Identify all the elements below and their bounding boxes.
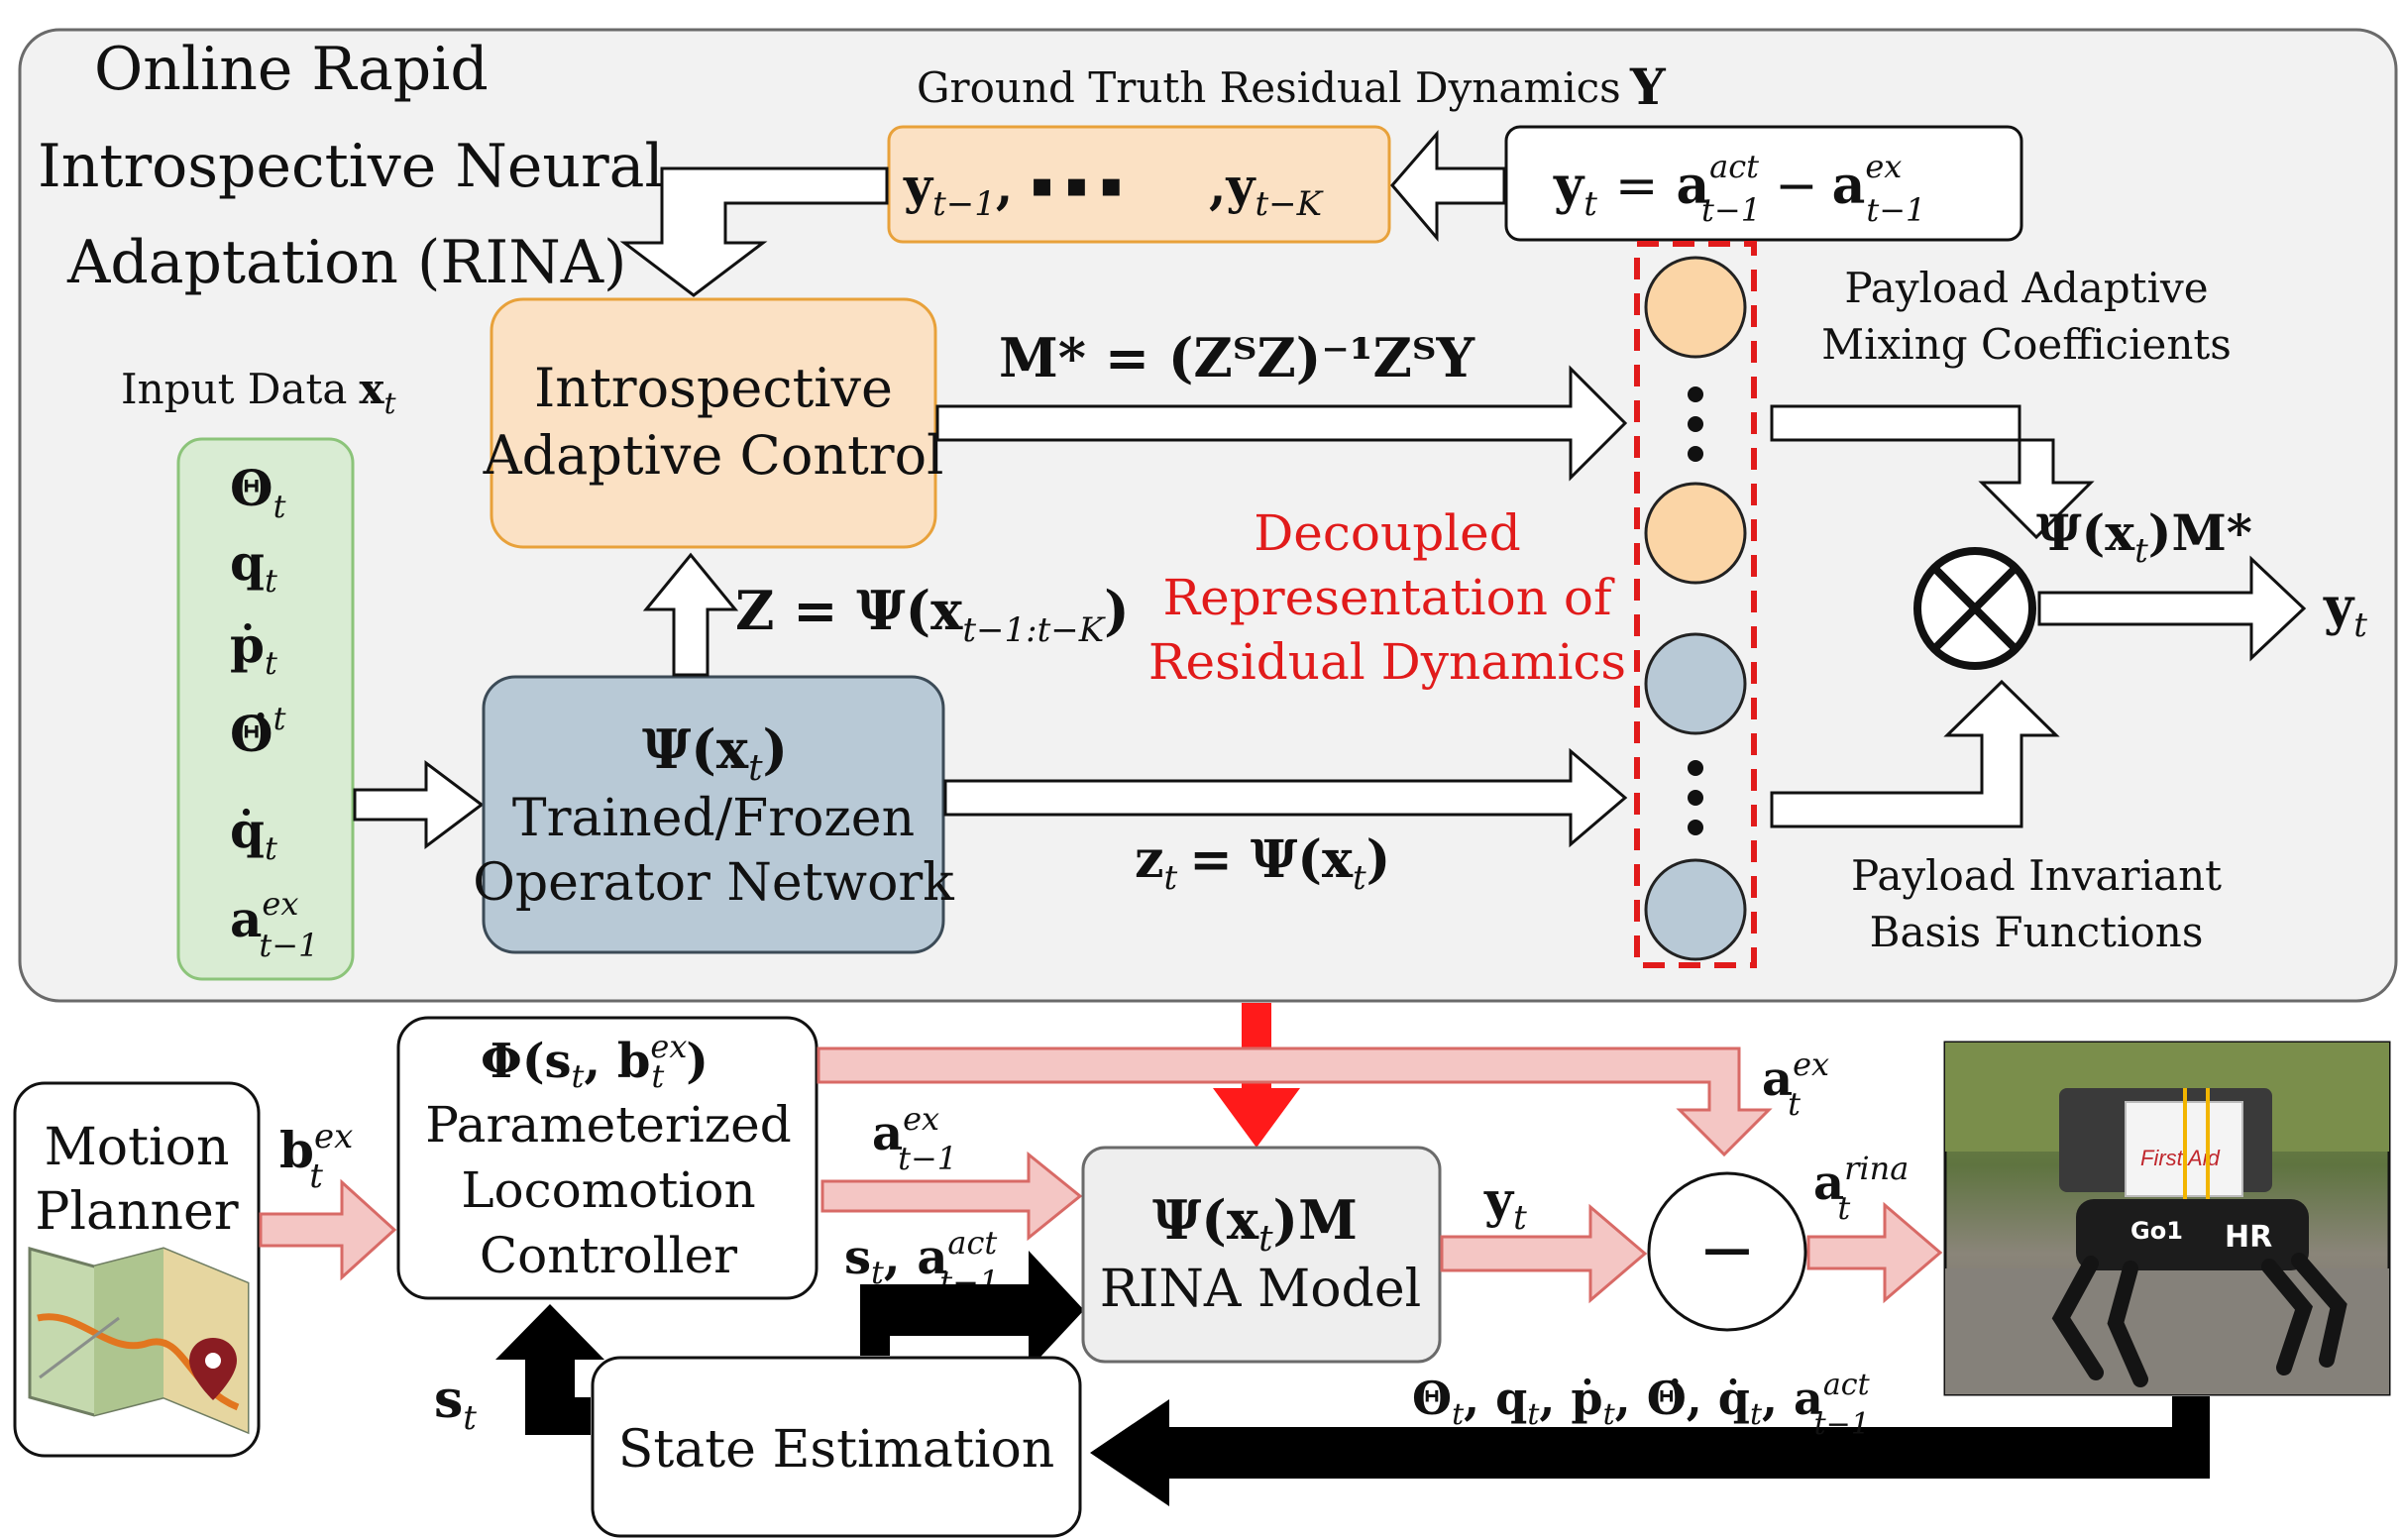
operator-line-2: Trained/Frozen — [512, 789, 915, 848]
introspective-control-box — [490, 297, 937, 549]
yt-bottom-label: yt — [1483, 1170, 1527, 1238]
arrow-yt-to-history — [1390, 129, 1506, 243]
basis-dot-1 — [1688, 760, 1703, 776]
introspective-line-1: Introspective — [534, 357, 893, 419]
arrow-controller-to-rina — [820, 1151, 1083, 1242]
operator-network-box — [482, 675, 945, 954]
arrow-state-to-rina — [860, 1251, 1084, 1370]
basis-dot-3 — [1688, 820, 1703, 835]
arrow-input-to-operator — [353, 760, 485, 849]
arrow-coefficients-to-product — [1770, 404, 2095, 540]
hr-text: HR — [2225, 1220, 2272, 1255]
representation-column — [1634, 241, 1757, 968]
arrow-rina-to-minus — [1440, 1203, 1648, 1304]
motion-planner-line-2: Planner — [35, 1182, 238, 1242]
payload-invariant-line-1: Payload Invariant — [1851, 851, 2222, 900]
payload-adaptive-line-1: Payload Adaptive — [1844, 264, 2208, 312]
arrow-operator-to-control — [642, 552, 739, 677]
title-line-1: Online Rapid — [94, 35, 489, 104]
y-history-dots: ▪ ▪ ▪ — [1031, 165, 1123, 205]
arrow-history-to-control — [619, 166, 889, 297]
zt-equation: zt= Ψ(xt) — [1135, 829, 1390, 898]
arrow-state-to-controller — [495, 1304, 604, 1435]
yt-equation-box — [1504, 125, 2023, 242]
decoupled-line-2: Representation of — [1163, 569, 1615, 626]
payload-invariant-line-2: Basis Functions — [1870, 908, 2204, 956]
arrow-operator-to-basis — [943, 747, 1628, 848]
arrow-product-to-output — [2037, 555, 2307, 662]
ground-truth-symbol: Y — [1629, 57, 1667, 116]
title-line-2: Introspective Neural — [38, 132, 664, 201]
arrow-controller-to-minus — [817, 1046, 1773, 1157]
product-cross-2 — [1931, 565, 2019, 652]
arrow-planner-to-controller — [259, 1178, 397, 1281]
rina-model-box — [1081, 1146, 1442, 1364]
y-history-box — [887, 125, 1391, 244]
input-item: Θ̇t — [230, 700, 286, 763]
y-history-first: yt−1, — [903, 157, 1013, 224]
controller-line-4: Controller — [480, 1227, 737, 1284]
state-estimation-box — [591, 1356, 1082, 1538]
rina-model-line-2: RINA Model — [1100, 1260, 1422, 1319]
input-item: qt — [230, 533, 277, 600]
arrow-control-to-coefficients — [935, 365, 1628, 482]
robot-photo: First Aid Go1 HR — [1943, 1041, 2391, 1396]
input-item: ṗt — [230, 615, 277, 682]
coefficient-node-1 — [1644, 256, 1747, 359]
payload-adaptive-line-2: Mixing Coefficients — [1821, 320, 2232, 369]
arrow-minus-to-robot — [1806, 1201, 1943, 1304]
coefficient-dot-3 — [1688, 446, 1703, 462]
state-estimation-label: State Estimation — [618, 1420, 1055, 1480]
motion-planner-line-1: Motion — [45, 1118, 230, 1177]
basis-node-1 — [1644, 632, 1747, 735]
m-star-equation: M* = (ZᵀZ)⁻¹ZᵀY — [999, 326, 1475, 389]
rina-model-line-1: Ψ(xt)M — [1152, 1188, 1358, 1260]
yt-output: yt — [2323, 577, 2367, 645]
basis-dot-2 — [1688, 790, 1703, 806]
minus-symbol: − — [1698, 1209, 1757, 1290]
input-item: q̇t — [230, 801, 277, 867]
introspective-line-2: Adaptive Control — [483, 424, 944, 487]
decoupled-line-3: Residual Dynamics — [1148, 633, 1626, 691]
controller-line-2: Parameterized — [425, 1096, 791, 1154]
controller-box — [396, 1016, 819, 1300]
coefficient-node-2 — [1644, 482, 1747, 585]
title-line-3: Adaptation (RINA) — [66, 228, 626, 297]
minus-node — [1647, 1171, 1807, 1332]
operator-line-1: Ψ(xt) — [642, 717, 788, 789]
z-equation: Z = Ψ(xt−1:t−K) — [735, 579, 1130, 650]
decoupled-line-1: Decoupled — [1254, 504, 1521, 562]
arrow-basis-to-product — [1770, 679, 2060, 828]
ground-truth-label: Ground Truth Residual Dynamics — [917, 63, 1621, 112]
y-history-last: ,yt−K — [1209, 157, 1325, 224]
psi-m-star-label: Ψ(xt)M* — [2036, 503, 2252, 571]
coefficient-dot-1 — [1688, 386, 1703, 402]
basis-node-2 — [1644, 858, 1747, 961]
controller-line-3: Locomotion — [461, 1161, 755, 1219]
go1-text: Go1 — [2130, 1217, 2183, 1245]
input-data-box — [176, 437, 355, 981]
input-item: Θt — [230, 459, 286, 525]
s-t-label: st — [434, 1370, 477, 1438]
arrow-robot-to-state — [1090, 1396, 2210, 1506]
coefficient-dot-2 — [1688, 416, 1703, 432]
operator-line-3: Operator Network — [473, 853, 954, 913]
map-icon — [28, 1247, 250, 1435]
